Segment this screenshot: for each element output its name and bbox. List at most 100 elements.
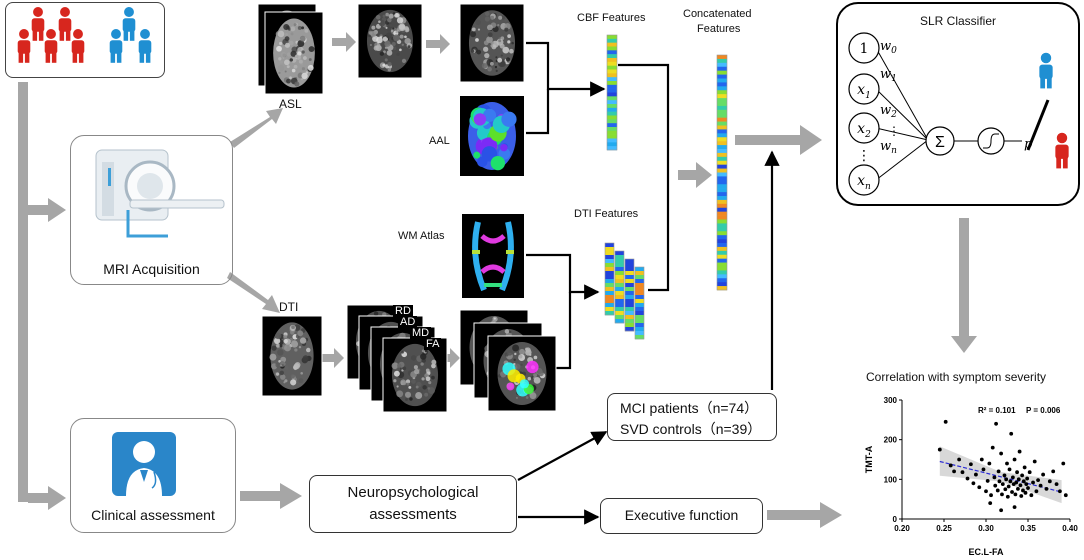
- brain-images: [257, 3, 557, 413]
- data-point: [1025, 476, 1030, 481]
- cbf-to-feature-line: [526, 41, 606, 97]
- data-point: [1032, 459, 1037, 464]
- data-point: [1027, 470, 1032, 475]
- md-map-label: MD: [410, 327, 432, 339]
- wm-atlas-label: WM Atlas: [398, 230, 445, 242]
- data-point: [1058, 489, 1062, 494]
- dti-feature-vector: [604, 242, 615, 316]
- data-point: [1008, 479, 1013, 484]
- class-blue-person-icon: [1039, 52, 1053, 89]
- data-point: [1029, 493, 1034, 498]
- arrow-clinical-to-neuro: [240, 483, 302, 509]
- arrow-to-mri: [28, 198, 66, 222]
- aal-to-feature-line: [526, 89, 550, 135]
- data-point: [981, 467, 986, 472]
- data-point: [1009, 431, 1014, 436]
- asl-raw-image: [264, 11, 324, 95]
- data-point: [1038, 483, 1043, 488]
- data-point: [957, 457, 962, 462]
- data-point: [979, 457, 984, 462]
- data-point: [999, 508, 1004, 513]
- data-point: [1041, 472, 1046, 477]
- data-point: [990, 445, 995, 450]
- dti-feature-vector: [634, 266, 645, 340]
- data-point: [1012, 457, 1017, 462]
- sum-symbol: Σ: [935, 134, 945, 151]
- data-point: [1010, 475, 1015, 480]
- data-point: [993, 483, 998, 488]
- arrow-to-clinical: [28, 486, 66, 510]
- input-node: [848, 32, 880, 64]
- data-point: [1017, 449, 1022, 454]
- participants-icons: [17, 7, 152, 63]
- arrow-dti-1: [322, 348, 344, 368]
- data-point: [974, 472, 978, 477]
- dti-features-label: DTI Features: [574, 208, 639, 220]
- data-point: [1005, 494, 1010, 499]
- dti-label: DTI: [279, 300, 299, 314]
- x-tick-label: 0.30: [978, 524, 994, 533]
- data-point: [992, 475, 997, 480]
- cbf-to-concat-line: [618, 63, 670, 292]
- arrow-to-classifier: [735, 125, 822, 155]
- x-tick-label: 0.20: [894, 524, 910, 533]
- data-point: [965, 476, 970, 481]
- y-tick-label: 200: [884, 436, 898, 445]
- ellipsis-dots: ⋮: [857, 147, 871, 163]
- dti-overlay-image: [487, 335, 557, 412]
- clinical-assessment-label: Clinical assessment: [91, 507, 215, 523]
- clinical-assessment-box: [70, 418, 236, 533]
- x-tick-label: 0.35: [1020, 524, 1036, 533]
- red-person-icon: [71, 29, 85, 63]
- y-axis-label: TMT-A: [864, 445, 874, 473]
- data-point: [1006, 484, 1011, 489]
- doctor-icon: [112, 432, 176, 496]
- concatenated-label-1: Concatenated: [683, 8, 752, 20]
- data-point: [989, 493, 993, 498]
- input-edge: [875, 88, 929, 141]
- dti-map-image: [382, 337, 448, 413]
- red-person-icon: [17, 29, 31, 63]
- data-point: [994, 421, 998, 426]
- data-point: [937, 447, 942, 452]
- data-point: [987, 461, 992, 466]
- data-point: [997, 479, 1002, 484]
- data-point: [1020, 473, 1025, 478]
- mci-patients-label: MCI patients（n=74）: [620, 400, 759, 416]
- fa-map-label: FA: [424, 338, 442, 350]
- data-point: [1000, 492, 1004, 497]
- data-point: [1021, 479, 1026, 484]
- data-point: [1061, 461, 1066, 466]
- asl-processed-image: [357, 3, 423, 79]
- ad-map-label: AD: [398, 316, 418, 328]
- data-point: [1021, 488, 1025, 493]
- data-point: [943, 419, 948, 424]
- data-point: [1019, 494, 1024, 498]
- neuropsychological-label-2: assessments: [369, 506, 457, 523]
- data-point: [1034, 489, 1039, 494]
- data-point: [1036, 478, 1040, 483]
- dti-feature-vector: [624, 258, 635, 332]
- data-point: [971, 481, 976, 486]
- input-node-label: 1: [860, 41, 869, 57]
- red-person-icon: [31, 7, 45, 41]
- data-point: [1051, 469, 1056, 474]
- data-point: [995, 488, 1000, 493]
- x-tick-label: 0.40: [1062, 524, 1078, 533]
- correlation-title: Correlation with symptom severity: [866, 370, 1047, 384]
- gray-flow-arrows: [18, 32, 977, 528]
- feature-vectors: [604, 34, 728, 340]
- data-point: [1026, 486, 1030, 490]
- mri-acquisition-box: [70, 135, 233, 285]
- class-red-person-icon: [1055, 132, 1069, 169]
- data-point: [1014, 480, 1019, 485]
- arrow-dti-2: [438, 348, 460, 368]
- data-point: [1015, 470, 1019, 475]
- blue-person-icon: [138, 29, 152, 63]
- data-point: [1018, 483, 1023, 488]
- mri-acquisition-label: MRI Acquisition: [103, 261, 200, 277]
- x-tick-label: 0.25: [936, 524, 952, 533]
- data-point: [1044, 486, 1049, 491]
